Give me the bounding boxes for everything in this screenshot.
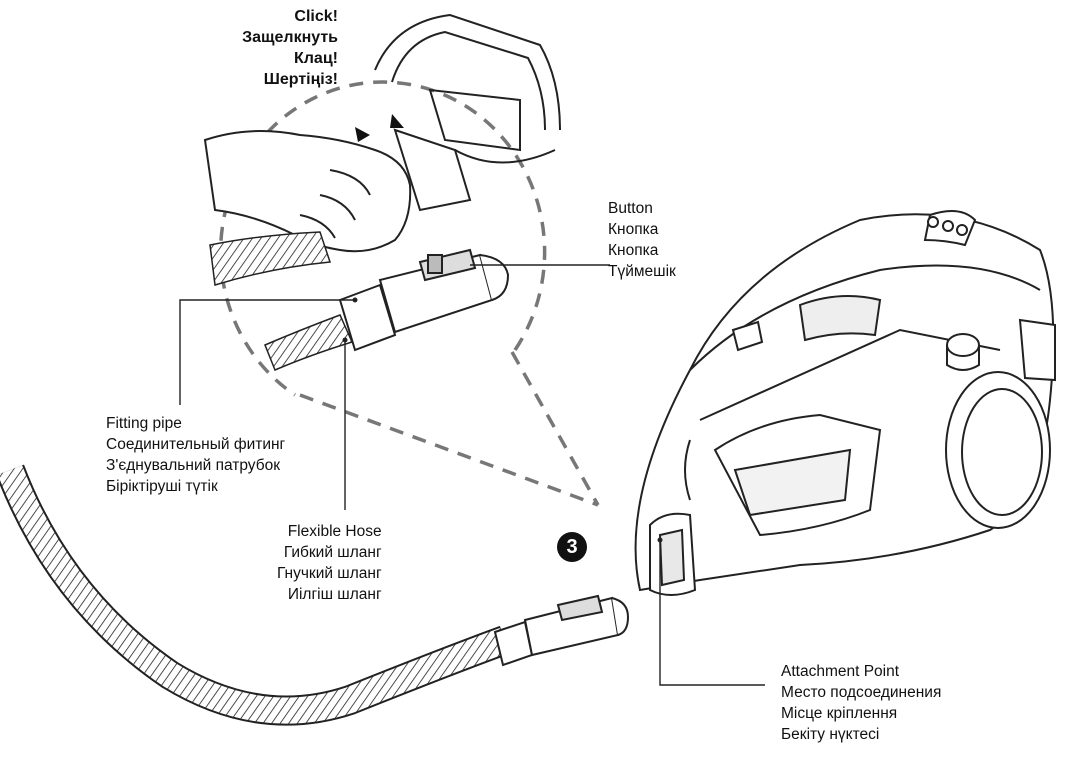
- fitting-pipe-label-ru: Соединительный фитинг: [106, 436, 286, 453]
- vacuum-cleaner-illustration: [634, 210, 1056, 596]
- click-line-4: Шертіңіз!: [263, 71, 338, 88]
- attachment-point-leader: [659, 540, 765, 686]
- zoom-hose: [209, 231, 354, 371]
- fitting-pipe-leader: [179, 299, 355, 405]
- flexible-hose-label-kk: Иілгіш шланг: [287, 586, 382, 603]
- fitting-pipe-label-kk: Біріктіруші түтік: [106, 478, 218, 495]
- button-label-en: Button: [608, 200, 653, 217]
- fitting-pipe-label-uk: З'єднувальний патрубок: [106, 457, 280, 474]
- step-number-badge: 3: [557, 532, 587, 562]
- flexible-hose-label-uk: Гнучкий шланг: [277, 565, 382, 582]
- flexible-hose-illustration: [0, 464, 630, 726]
- fitting-pipe-label-en: Fitting pipe: [106, 415, 182, 432]
- leader-lines: [179, 264, 765, 686]
- click-line-2: Защелкнуть: [242, 29, 338, 46]
- button-label-uk: Кнопка: [608, 242, 659, 259]
- zoom-circle: [218, 80, 600, 507]
- click-line-3: Клац!: [294, 50, 338, 67]
- click-arrows: [355, 114, 404, 142]
- button-label-ru: Кнопка: [608, 221, 659, 238]
- flexible-hose-label-en: Flexible Hose: [287, 523, 382, 540]
- flexible-hose-label: Flexible Hose Гибкий шланг Гнучкий шланг…: [277, 521, 382, 605]
- attachment-point-label-en: Attachment Point: [781, 663, 900, 680]
- attachment-point-label-uk: Місце кріплення: [781, 705, 898, 722]
- button-label: Button Кнопка Кнопка Түймешік: [608, 198, 676, 282]
- attachment-point-label-ru: Место подсоединения: [781, 684, 942, 701]
- click-callout: Click! Защелкнуть Клац! Шертіңіз!: [242, 6, 338, 90]
- zoom-vacuum-body: [374, 13, 561, 212]
- fitting-pipe-label: Fitting pipe Соединительный фитинг З'єдн…: [106, 413, 285, 497]
- flexible-hose-label-ru: Гибкий шланг: [283, 544, 382, 561]
- attachment-point-label: Attachment Point Место подсоединения Міс…: [781, 661, 941, 745]
- click-line-1: Click!: [294, 8, 338, 25]
- attachment-point-label-kk: Бекіту нүктесі: [781, 726, 880, 743]
- button-label-kk: Түймешік: [608, 263, 676, 280]
